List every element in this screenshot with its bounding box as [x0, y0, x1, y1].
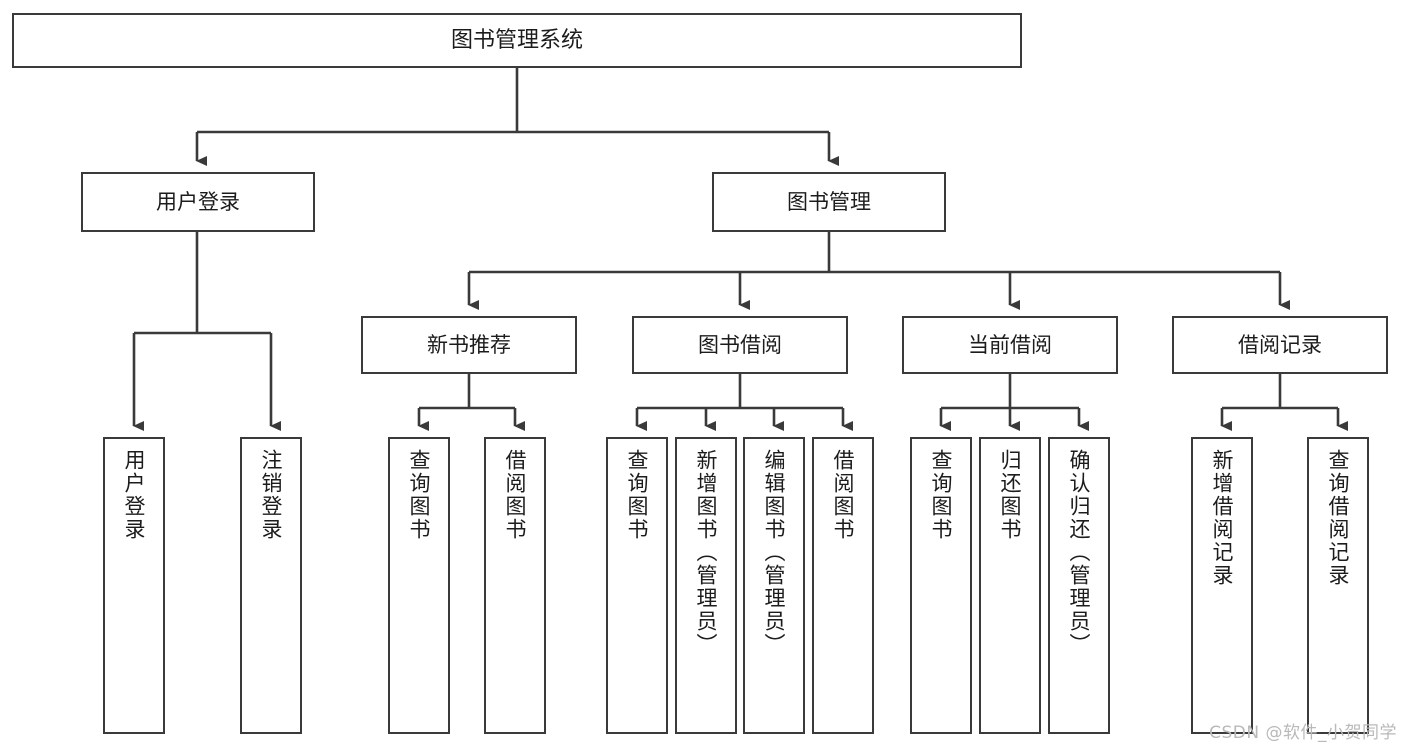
node-label: 借阅记录 — [1238, 332, 1322, 357]
node-label: 图书管理 — [787, 189, 871, 214]
node-label: 编辑图书（管理员） — [762, 449, 787, 656]
leaf-user-login-login[interactable]: 用户登录 — [103, 437, 165, 734]
node-label: 图书借阅 — [698, 332, 782, 357]
leaf-recommend-borrow-book[interactable]: 借阅图书 — [484, 437, 546, 734]
node-label: 查询借阅记录 — [1326, 449, 1351, 587]
node-label: 用户登录 — [122, 449, 147, 541]
leaf-borrow-query-book[interactable]: 查询图书 — [606, 437, 668, 734]
node-label: 借阅图书 — [503, 449, 528, 541]
node-borrow-record[interactable]: 借阅记录 — [1172, 316, 1388, 374]
node-label: 借阅图书 — [831, 449, 856, 541]
leaf-borrow-borrow-book[interactable]: 借阅图书 — [812, 437, 874, 734]
leaf-user-login-logout[interactable]: 注销登录 — [240, 437, 302, 734]
node-label: 图书管理系统 — [450, 27, 583, 53]
leaf-borrow-add-book-admin[interactable]: 新增图书（管理员） — [675, 437, 737, 734]
leaf-recommend-query-book[interactable]: 查询图书 — [388, 437, 450, 734]
node-new-book-recommend[interactable]: 新书推荐 — [361, 316, 577, 374]
node-label: 当前借阅 — [968, 332, 1052, 357]
node-current-borrow[interactable]: 当前借阅 — [902, 316, 1118, 374]
node-user-login[interactable]: 用户登录 — [81, 172, 315, 232]
leaf-current-confirm-return-admin[interactable]: 确认归还（管理员） — [1048, 437, 1110, 734]
node-label: 新增借阅记录 — [1210, 449, 1235, 587]
node-label: 新增图书（管理员） — [694, 449, 719, 656]
node-label: 查询图书 — [929, 449, 954, 541]
node-label: 新书推荐 — [427, 332, 511, 357]
watermark-text: CSDN @软件_小贺同学 — [1209, 723, 1397, 743]
leaf-record-add-record[interactable]: 新增借阅记录 — [1191, 437, 1253, 734]
node-label: 查询图书 — [407, 449, 432, 541]
leaf-current-query-book[interactable]: 查询图书 — [910, 437, 972, 734]
leaf-current-return-book[interactable]: 归还图书 — [979, 437, 1041, 734]
node-label: 用户登录 — [156, 189, 240, 214]
node-label: 注销登录 — [259, 449, 284, 541]
node-label: 查询图书 — [625, 449, 650, 541]
node-book-management[interactable]: 图书管理 — [712, 172, 946, 232]
leaf-borrow-edit-book-admin[interactable]: 编辑图书（管理员） — [743, 437, 805, 734]
leaf-record-query-record[interactable]: 查询借阅记录 — [1307, 437, 1369, 734]
node-root-system[interactable]: 图书管理系统 — [12, 13, 1022, 68]
node-label: 确认归还（管理员） — [1067, 449, 1092, 656]
node-label: 归还图书 — [998, 449, 1023, 541]
node-book-borrow[interactable]: 图书借阅 — [632, 316, 848, 374]
